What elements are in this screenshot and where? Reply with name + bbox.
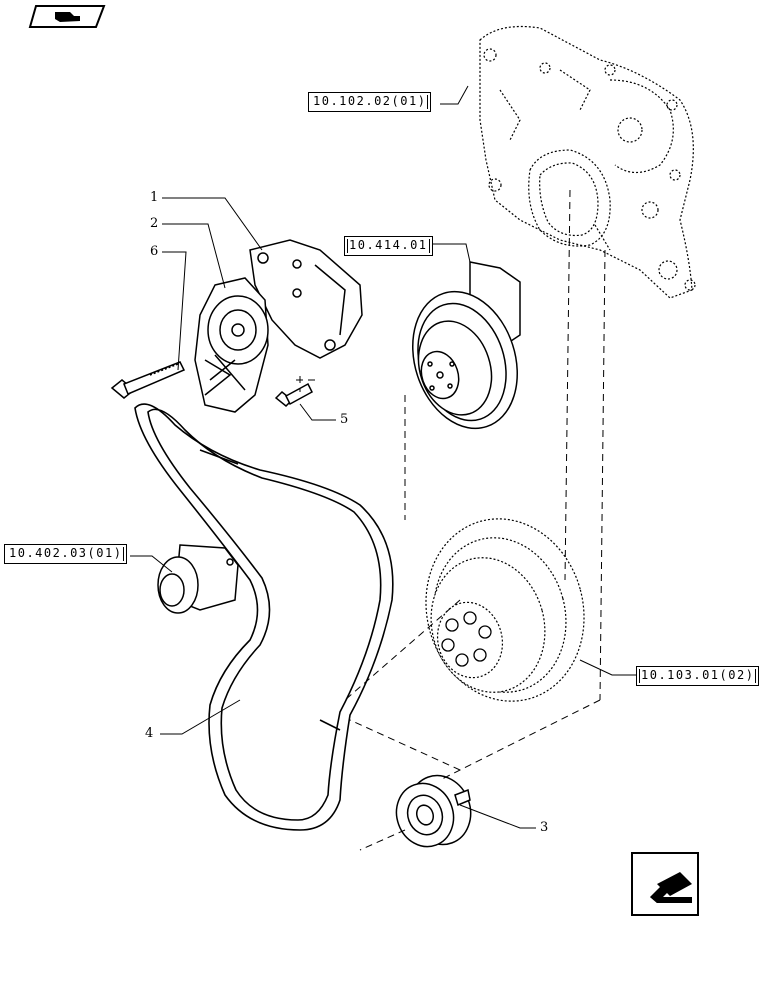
leader-lines (130, 85, 636, 829)
tensioner-bracket (249, 239, 363, 359)
callout-item-4: 4 (145, 726, 154, 741)
callout-item-5: 5 (340, 412, 349, 427)
assembly-lines (296, 189, 606, 851)
idler-pulley-3 (395, 774, 472, 848)
bolt-5 (274, 382, 313, 408)
front-cover-part (479, 25, 696, 299)
front-cover-reference[interactable]: 10.102.02(01) (308, 92, 432, 112)
book-with-arrow-icon[interactable] (28, 5, 106, 28)
bolt-6 (110, 361, 186, 399)
damper-bolts (441, 611, 492, 667)
idler-assembly-reference[interactable]: 10.402.03(01) (4, 544, 128, 564)
callout-item-3: 3 (540, 820, 549, 835)
callout-item-1: 1 (150, 190, 159, 205)
damper-reference[interactable]: 10.103.01(02) (636, 666, 760, 686)
damper-pulley-part (425, 518, 585, 702)
drive-belt (134, 403, 394, 831)
callout-item-2: 2 (150, 216, 159, 231)
idler-assembly-part (157, 544, 239, 614)
belt-tensioner (194, 277, 269, 413)
water-pump-part (412, 261, 521, 430)
return-arrow-icon[interactable] (631, 852, 699, 916)
callout-item-6: 6 (150, 244, 159, 259)
water-pump-reference[interactable]: 10.414.01 (344, 236, 433, 256)
